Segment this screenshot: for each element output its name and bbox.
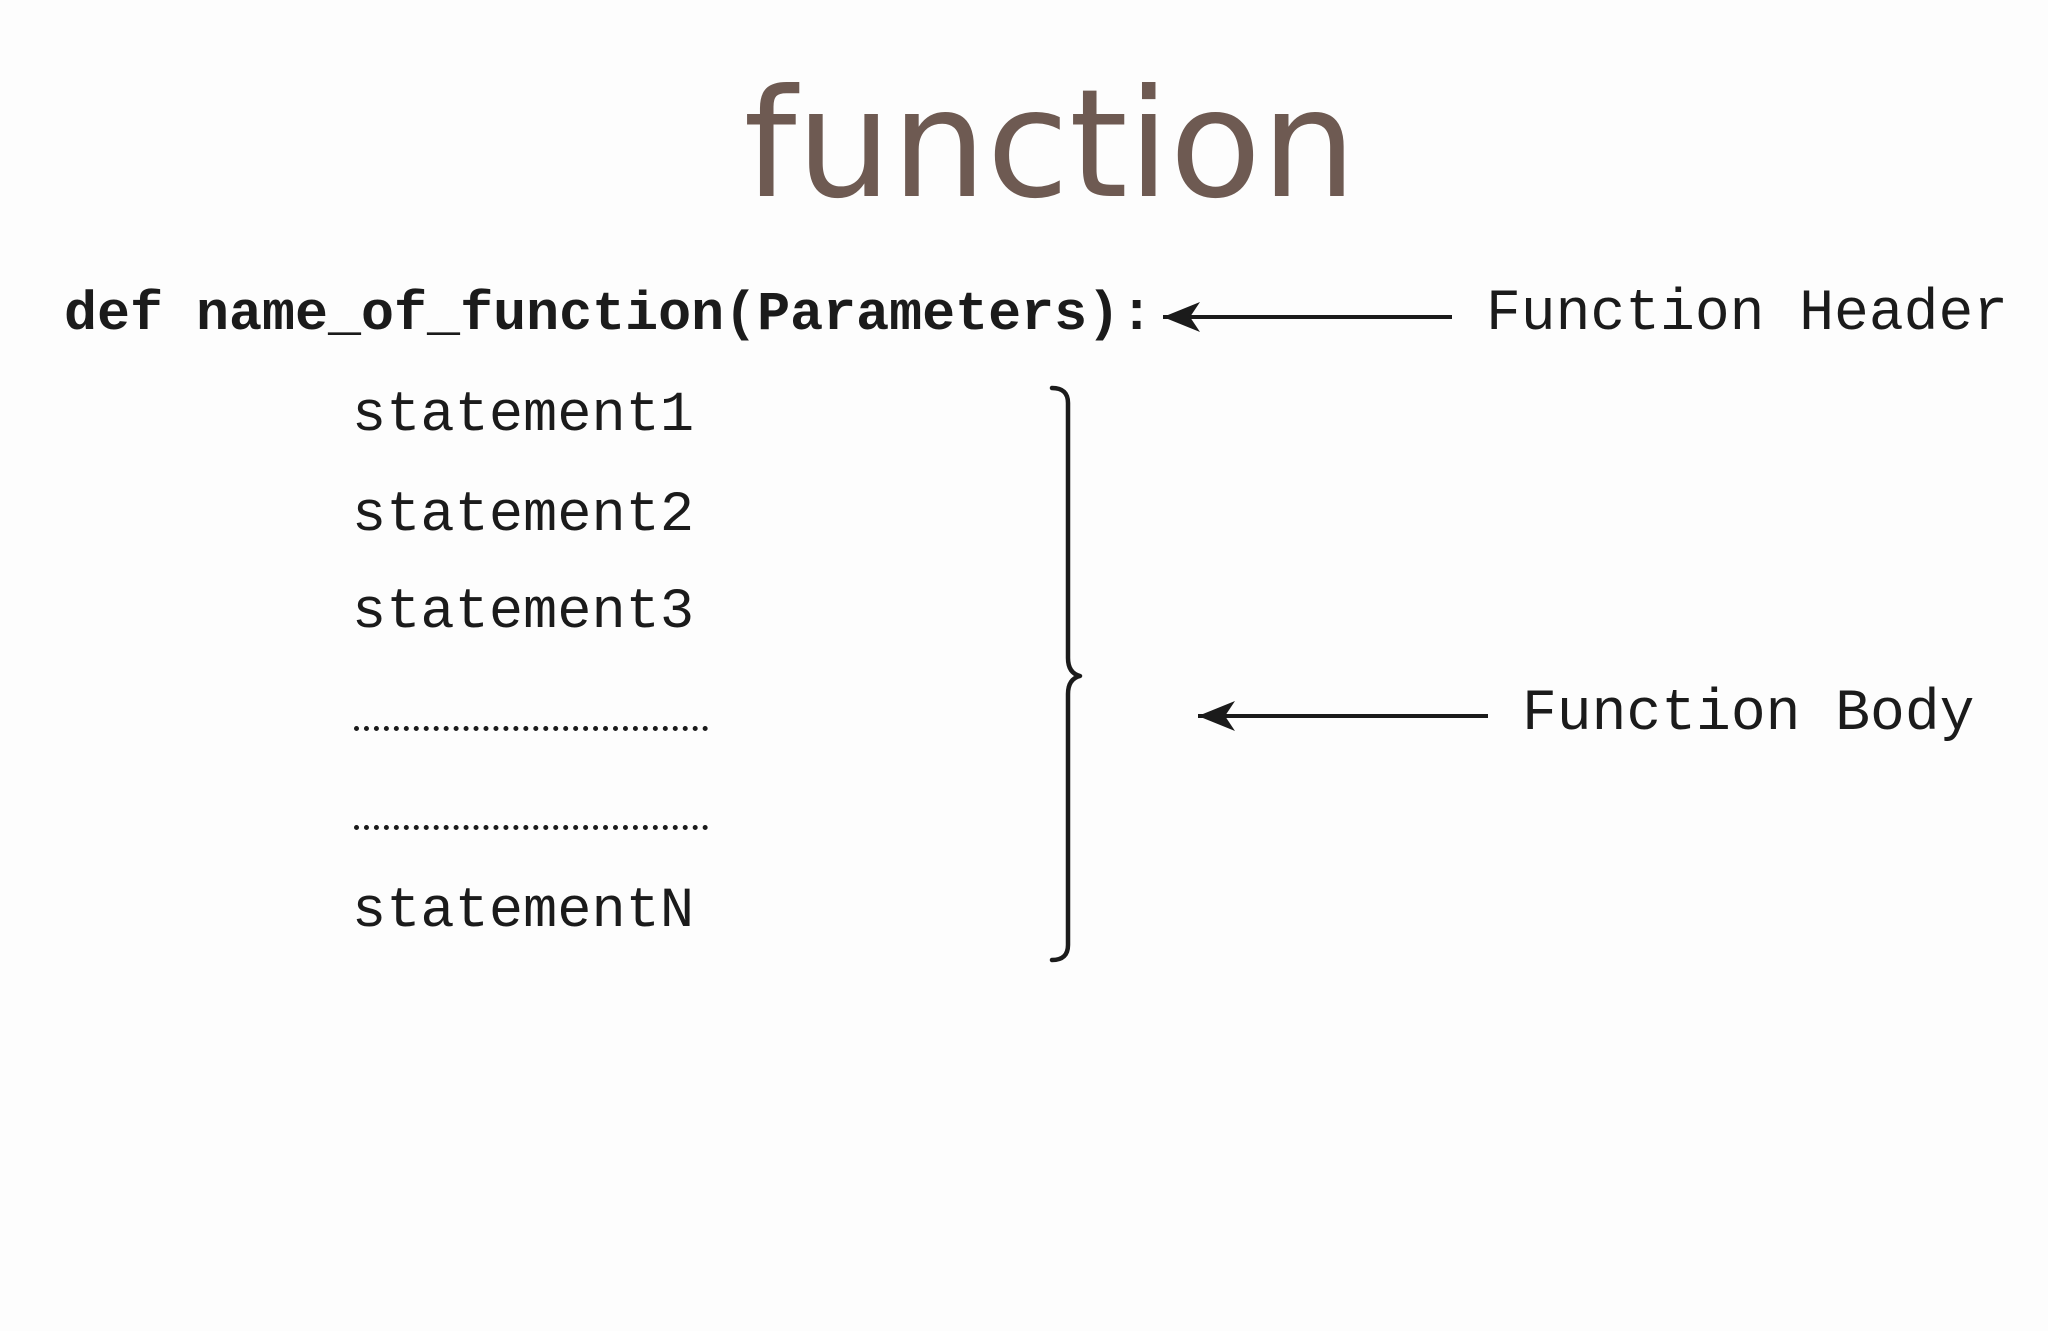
function-header-code: def name_of_function(Parameters): [64,283,1154,346]
ellipsis-line-2 [354,825,708,830]
function-body-label: Function Body [1522,682,1975,747]
body-arrow-icon [1198,701,1488,731]
statement-1: statement1 [352,384,695,448]
statement-n: statementN [352,880,695,944]
statement-3: statement3 [352,581,695,645]
slide-title: function [743,58,1357,232]
closing-brace-icon [1049,385,1083,963]
statement-2: statement2 [352,484,695,548]
header-arrow-icon [1163,302,1452,332]
ellipsis-line-1 [354,726,708,731]
function-header-label: Function Header [1486,282,2009,347]
